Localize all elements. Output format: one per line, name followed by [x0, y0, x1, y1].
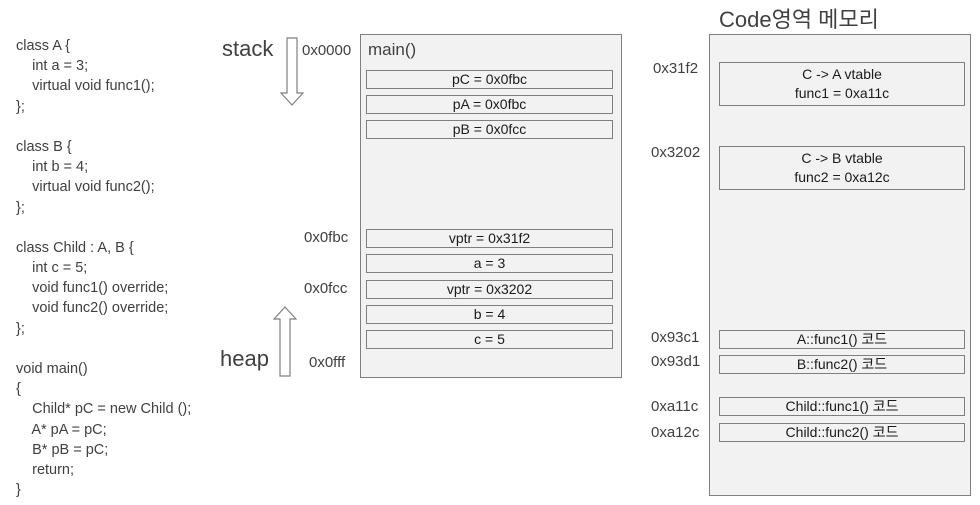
function-code-block: Child::func2() 코드: [719, 423, 965, 442]
code-line: void func2() override;: [16, 300, 169, 317]
code-line: }: [16, 482, 21, 499]
heap-label: heap: [220, 346, 269, 371]
code-line: };: [16, 199, 25, 216]
code-line: int b = 4;: [16, 159, 89, 176]
code-line: void func1() override;: [16, 280, 169, 297]
heap-field-vptr-b: vptr = 0x3202: [366, 280, 613, 299]
code-line: };: [16, 320, 25, 337]
local-variable-pa: pA = 0x0fbc: [366, 95, 613, 114]
arrow-down-icon: [280, 37, 304, 106]
heap-field-c: c = 5: [366, 330, 613, 349]
code-line: class B {: [16, 138, 72, 155]
function-code-block: B::func2() 코드: [719, 355, 965, 374]
heap-field-vptr-a: vptr = 0x31f2: [366, 229, 613, 248]
code-line: class Child : A, B {: [16, 239, 134, 256]
code-line: void main(): [16, 361, 88, 377]
address-label: 0x93c1: [651, 329, 700, 346]
stack-label: stack: [222, 36, 274, 61]
code-line: [16, 117, 191, 137]
frame-title: main(): [368, 40, 417, 59]
code-line: {: [16, 381, 21, 398]
address-label: 0x3202: [651, 144, 701, 161]
vtable-entry: func2 = 0xa12c: [794, 169, 890, 185]
code-memory-title: Code영역 메모리: [719, 7, 879, 32]
address-label: 0x93d1: [651, 353, 701, 370]
code-line: };: [16, 98, 25, 115]
code-line: int c = 5;: [16, 260, 88, 277]
code-line: virtual void func1();: [16, 78, 155, 95]
address-label: 0x0fcc: [304, 280, 348, 297]
address-label: 0xa11c: [651, 398, 699, 415]
arrow-up-icon: [273, 306, 297, 377]
address-label: 0x0fbc: [304, 229, 349, 246]
address-label: 0xa12c: [651, 424, 700, 441]
vtable-c-b: C -> B vtable func2 = 0xa12c: [719, 146, 965, 190]
code-line: A* pA = pC;: [16, 421, 107, 438]
vtable-title: C -> A vtable: [802, 66, 882, 82]
code-line: [16, 218, 191, 238]
function-code-block: Child::func1() 코드: [719, 397, 965, 416]
address-label: 0x31f2: [653, 60, 699, 77]
code-line: virtual void func2();: [16, 179, 155, 196]
code-line: return;: [16, 461, 75, 478]
address-label: 0x0000: [302, 42, 352, 59]
address-label: 0x0fff: [309, 354, 346, 371]
source-code: class A { int a = 3; virtual void func1(…: [16, 36, 191, 500]
code-line: [16, 339, 191, 359]
code-line: int a = 3;: [16, 58, 89, 75]
local-variable-pb: pB = 0x0fcc: [366, 120, 613, 139]
heap-field-b: b = 4: [366, 305, 613, 324]
vtable-entry: func1 = 0xa11c: [794, 85, 890, 101]
code-line: B* pB = pC;: [16, 441, 109, 458]
heap-field-a: a = 3: [366, 254, 613, 273]
local-variable-pc: pC = 0x0fbc: [366, 70, 613, 89]
code-line: Child* pC = new Child ();: [16, 401, 192, 418]
vtable-title: C -> B vtable: [801, 150, 883, 166]
code-memory-panel: [709, 34, 971, 496]
code-line: class A {: [16, 38, 71, 54]
vtable-c-a: C -> A vtable func1 = 0xa11c: [719, 62, 965, 106]
function-code-block: A::func1() 코드: [719, 330, 965, 349]
